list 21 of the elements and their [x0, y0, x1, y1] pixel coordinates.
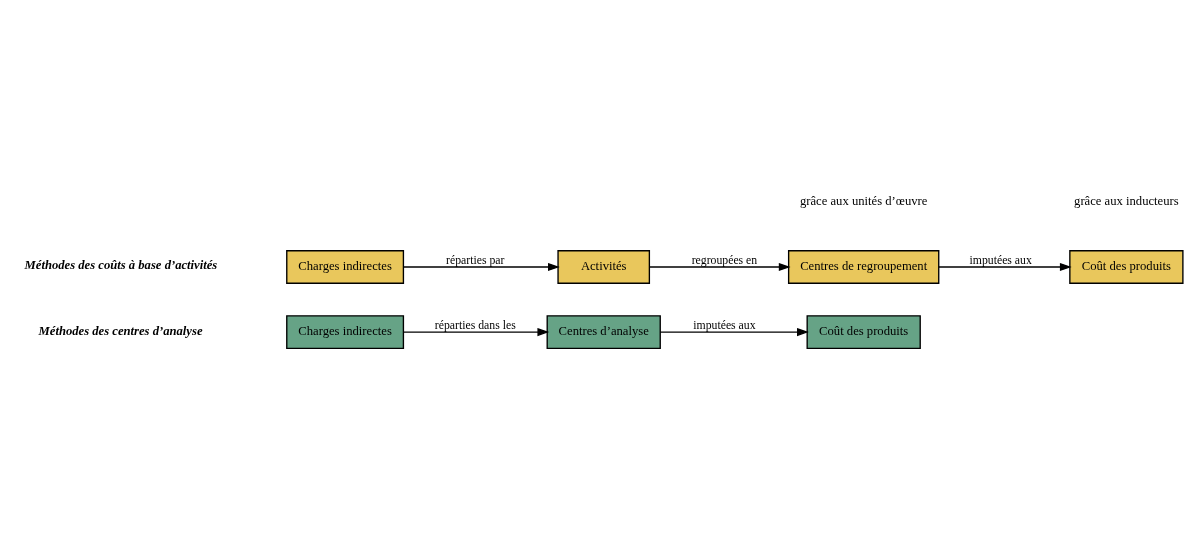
edge-label: réparties par — [446, 253, 505, 267]
node-box: Coût des produits — [1069, 249, 1184, 284]
arrow — [402, 262, 560, 271]
arrow — [402, 327, 550, 336]
node-box: Centres de regroupement — [787, 249, 940, 284]
arrow — [659, 327, 809, 336]
label: grâce aux unités d’œuvre — [799, 193, 928, 208]
node-box: Charges indirectes — [286, 249, 405, 284]
label: Méthodes des coûts à base d’activités — [24, 257, 218, 272]
arrow — [648, 262, 791, 271]
edge-label: regroupées en — [691, 253, 758, 267]
node-box: Centres d’analyse — [546, 314, 661, 349]
edge-label: imputées aux — [693, 318, 756, 332]
node-box: Activités — [557, 249, 651, 284]
label: grâce aux inducteurs — [1074, 193, 1179, 208]
arrow — [938, 262, 1072, 271]
label: Méthodes des centres d’analyse — [38, 323, 203, 338]
edge-label: imputées aux — [969, 253, 1032, 267]
edge-label: réparties dans les — [434, 318, 516, 332]
node-box: Coût des produits — [806, 314, 921, 349]
node-box: Charges indirectes — [286, 314, 405, 349]
